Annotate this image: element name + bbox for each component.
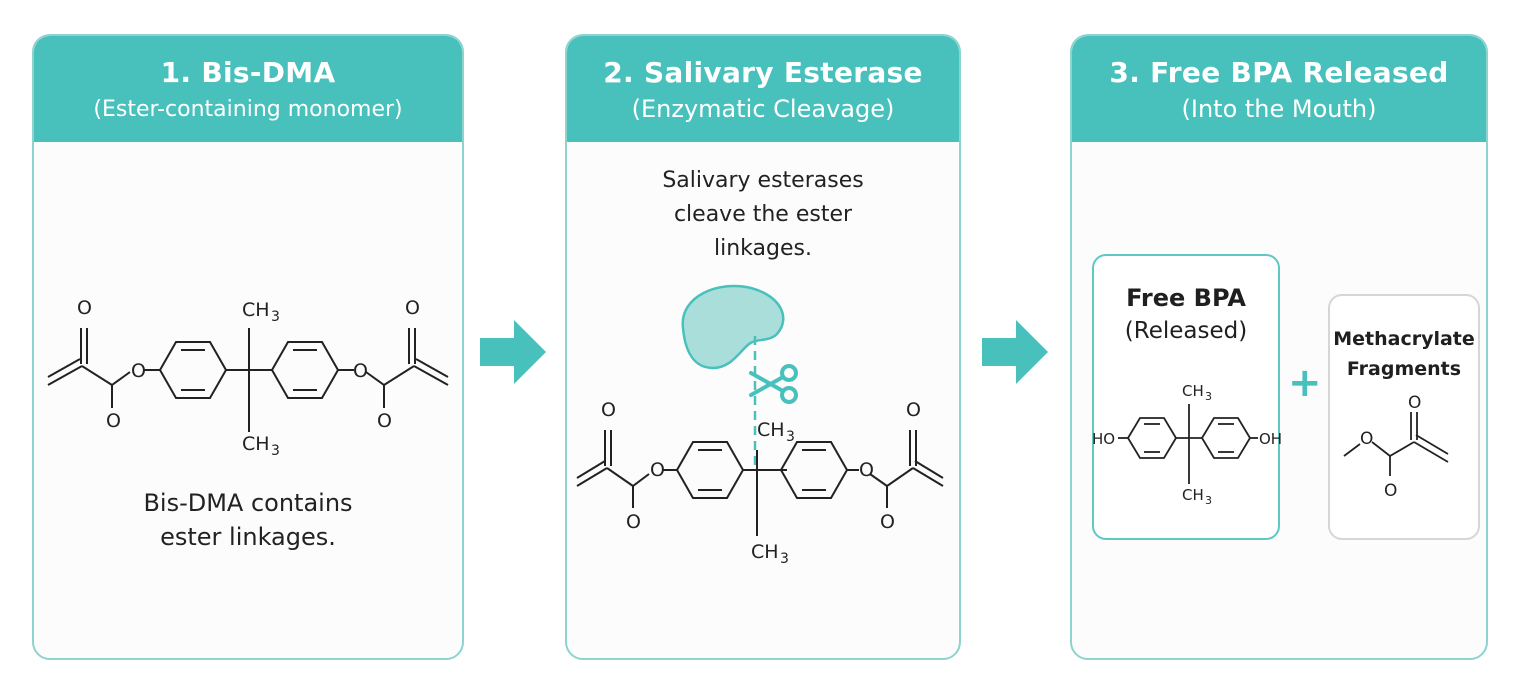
atom-subscript: 3 (786, 429, 795, 445)
atom-label: O (1360, 429, 1373, 449)
box-title: Free BPA (1126, 284, 1246, 312)
atom-subscript: 3 (1205, 494, 1212, 507)
panel-salivary-esterase: 2. Salivary Esterase (Enzymatic Cleavage… (565, 34, 961, 660)
arrow-right-icon (982, 320, 1048, 384)
caption-line: cleave the ester (673, 202, 853, 227)
caption-line: Bis-DMA contains (143, 489, 353, 517)
atom-label: O (1384, 481, 1397, 501)
atom-label: CH (1182, 486, 1204, 504)
panel-header: 2. Salivary Esterase (Enzymatic Cleavage… (567, 36, 959, 142)
methacrylate-box: Methacrylate Fragments O O O (1328, 294, 1480, 540)
box-title-line: Methacrylate (1333, 328, 1475, 350)
atom-label: OH (1259, 430, 1282, 448)
panel-bis-dma: 1. Bis-DMA (Ester-containing monomer) (32, 34, 464, 660)
atom-label: O (906, 399, 921, 421)
atom-label: CH (242, 299, 270, 321)
arrow-right-icon (480, 320, 546, 384)
panel-caption: Salivary esterases cleave the ester link… (567, 164, 959, 266)
atom-subscript: 3 (780, 551, 789, 567)
panel-header: 1. Bis-DMA (Ester-containing monomer) (34, 36, 462, 142)
free-bpa-box: Free BPA (Released) HO CH 3 CH 3 OH (1092, 254, 1282, 540)
atom-subscript: 3 (1205, 390, 1212, 403)
panel-header: 3. Free BPA Released (Into the Mouth) (1072, 36, 1486, 142)
atom-label: O (377, 410, 392, 432)
atom-label: O (131, 360, 146, 382)
atom-label: CH (757, 419, 785, 441)
atom-label: O (77, 297, 92, 319)
atom-label: CH (1182, 382, 1204, 400)
atom-label: O (859, 459, 874, 481)
panel-title: 2. Salivary Esterase (603, 56, 923, 89)
atom-label: O (106, 410, 121, 432)
enzyme-icon (681, 284, 785, 370)
atom-subscript: 3 (271, 443, 280, 459)
atom-label: O (353, 360, 368, 382)
box-title-line: Fragments (1346, 358, 1462, 380)
panel-title: 3. Free BPA Released (1109, 56, 1449, 89)
bpa-structure: HO CH 3 CH 3 OH (1092, 382, 1282, 507)
bis-dma-structure: O O O CH 3 CH 3 O O O (47, 297, 449, 459)
caption-line: Salivary esterases (662, 168, 864, 193)
box-subtitle: (Released) (1124, 318, 1248, 344)
cleavage-line (753, 336, 757, 466)
atom-subscript: 3 (271, 309, 280, 325)
plus-sign: + (1288, 360, 1322, 406)
box-title: Methacrylate Fragments (1330, 324, 1478, 384)
atom-label: HO (1092, 430, 1115, 448)
atom-label: O (1408, 393, 1421, 413)
atom-label: O (601, 399, 616, 421)
atom-label: O (626, 511, 641, 533)
panel-caption: Bis-DMA contains ester linkages. (34, 486, 462, 554)
atom-label: CH (242, 433, 270, 455)
caption-line: ester linkages. (160, 523, 336, 551)
scissors-icon (749, 364, 798, 404)
atom-label: O (405, 297, 420, 319)
methacrylate-structure: O O O (1343, 393, 1449, 501)
caption-line: linkages. (714, 236, 812, 261)
atom-label: O (880, 511, 895, 533)
atom-label: CH (751, 541, 779, 563)
bis-dma-cleaved-structure: O O O CH 3 CH 3 O O O (576, 399, 944, 567)
panel-subtitle: (Into the Mouth) (1181, 95, 1377, 123)
panel-subtitle: (Enzymatic Cleavage) (631, 95, 895, 123)
panel-title: 1. Bis-DMA (160, 56, 336, 89)
atom-label: O (650, 459, 665, 481)
panel-free-bpa: 3. Free BPA Released (Into the Mouth) Fr… (1070, 34, 1488, 660)
panel-subtitle: (Ester-containing monomer) (93, 97, 403, 122)
